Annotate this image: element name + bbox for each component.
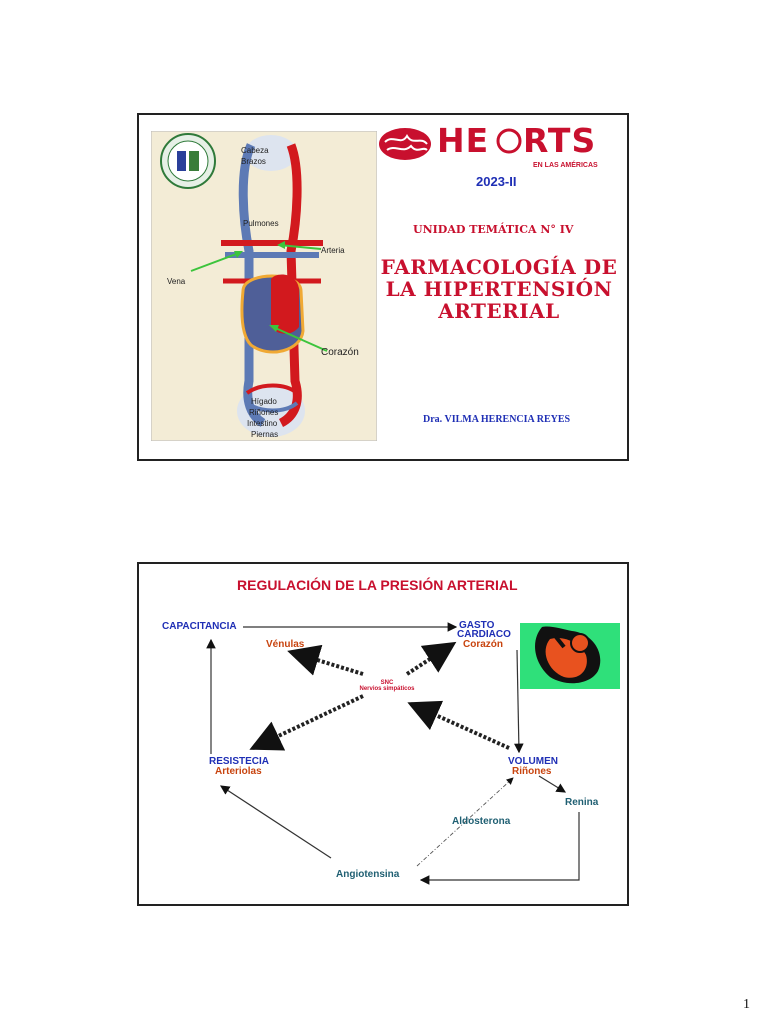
slide-title: REGULACIÓN DE LA PRESIÓN ARTERIAL	[237, 577, 518, 593]
node-volumen: VOLUMEN	[508, 756, 558, 767]
diagram-label-kidneys: Riñones	[249, 408, 279, 417]
node-angiotensina: Angiotensina	[336, 869, 400, 880]
arrow-gasto-volumen	[514, 649, 524, 754]
title-line-1: FARMACOLOGÍA DE	[380, 255, 618, 279]
arrow-volumen-renina	[538, 775, 567, 793]
brand-he: HE	[437, 121, 490, 160]
snc-sublabel: Nervios simpáticos	[359, 686, 415, 692]
diagram-label-legs: Piernas	[251, 430, 279, 439]
diagram-label-intestine: Intestino	[247, 419, 278, 428]
node-snc: SNC Nervios simpáticos	[347, 680, 427, 692]
node-corazon: Corazón	[463, 639, 503, 650]
arrow-angiotensina-resistencia	[219, 785, 332, 859]
academic-term: 2023-II	[476, 174, 517, 189]
arrow-snc-venulas	[287, 644, 364, 676]
heart-illustration	[520, 623, 620, 689]
diagram-label-head: Cabeza	[241, 146, 269, 155]
arrow-snc-gasto	[405, 641, 457, 676]
brand-subtitle: EN LAS AMÉRICAS	[533, 162, 598, 169]
diagram-label-artery: Arteria	[321, 246, 345, 255]
snc-label: SNC	[380, 680, 394, 686]
node-aldosterona: Aldosterona	[452, 816, 511, 827]
brand-rts: RTS	[523, 121, 597, 160]
node-renina: Renina	[565, 797, 599, 808]
node-gasto-line1: GASTO	[459, 620, 495, 631]
diagram-label-liver: Hígado	[251, 397, 277, 406]
brain-logo-icon	[379, 128, 431, 160]
diagram-label-lungs: Pulmones	[243, 219, 279, 228]
node-resistencia: RESISTECIA	[209, 756, 270, 767]
node-venulas: Vénulas	[266, 639, 305, 650]
node-gasto-line2: CARDIACO	[457, 629, 511, 640]
title-slide: Cabeza Brazos Pulmones Arteria Vena Cora…	[137, 113, 629, 461]
node-capacitancia: CAPACITANCIA	[162, 621, 237, 632]
circulation-diagram	[151, 131, 377, 441]
arrow-snc-resistencia	[249, 694, 364, 751]
node-rinones: Riñones	[512, 766, 552, 777]
diagram-label-heart: Corazón	[321, 347, 359, 358]
regulation-diagram	[206, 622, 580, 885]
title-line-2: LA HIPERTENSIÓN	[385, 277, 613, 301]
arrow-volumen-snc	[407, 700, 510, 750]
heart-logo-icon	[496, 128, 522, 154]
node-arteriolas: Arteriolas	[215, 766, 262, 777]
presentation-title: FARMACOLOGÍA DE LA HIPERTENSIÓN ARTERIAL	[379, 256, 619, 322]
author-name: Dra. VILMA HERENCIA REYES	[423, 414, 571, 425]
title-line-3: ARTERIAL	[438, 299, 560, 323]
unit-label: UNIDAD TEMÁTICA N° IV	[413, 223, 574, 236]
arrow-angiotensina-volumen	[416, 777, 514, 867]
page-number: 1	[743, 997, 750, 1012]
diagram-label-arms: Brazos	[241, 157, 266, 166]
arrow-renina-angiotensina	[419, 812, 580, 885]
regulation-slide: REGULACIÓN DE LA PRESIÓN ARTERIAL	[137, 562, 629, 906]
diagram-label-vein: Vena	[167, 277, 186, 286]
faculty-seal-logo	[160, 133, 216, 189]
